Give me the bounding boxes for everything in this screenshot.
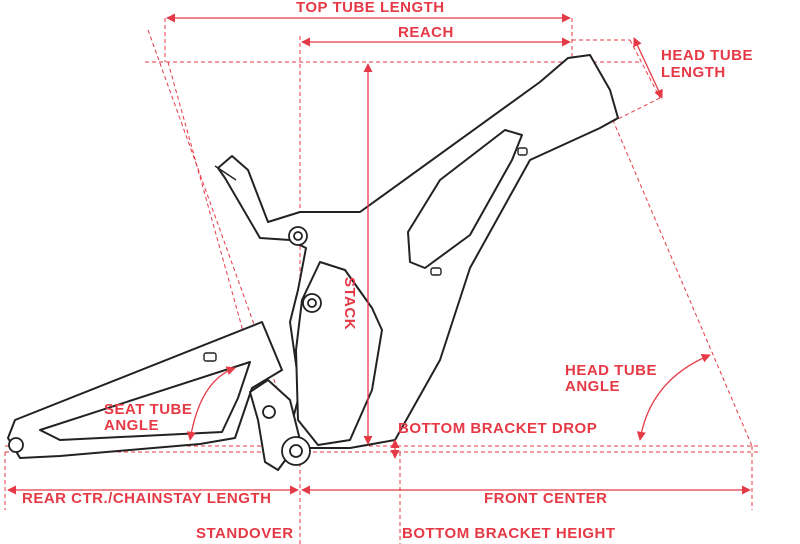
standover-label: STANDOVER <box>196 525 294 542</box>
stack-label: STACK <box>341 277 358 330</box>
bottom-bracket-height-label: BOTTOM BRACKET HEIGHT <box>402 525 616 542</box>
head-tube-angle-arc <box>636 353 711 441</box>
top-tube-length-label: TOP TUBE LENGTH <box>296 0 445 16</box>
head-tube-angle-label-line1: HEAD TUBE <box>565 362 657 379</box>
bottom-bracket-drop-label: BOTTOM BRACKET DROP <box>398 420 597 437</box>
front-center-label: FRONT CENTER <box>484 490 608 507</box>
head-tube-angle-label-line2: ANGLE <box>565 378 620 395</box>
reach-label: REACH <box>398 24 454 41</box>
dimension-lines <box>7 13 751 495</box>
seat-tube-angle-arc <box>186 366 236 441</box>
head-tube-length-dim <box>633 37 663 99</box>
dimension-labels: TOP TUBE LENGTH REACH HEAD TUBE LENGTH S… <box>22 0 753 542</box>
head-tube-length-label-line1: HEAD TUBE <box>661 47 753 64</box>
bike-frame <box>7 54 619 471</box>
head-tube-length-label-line2: LENGTH <box>661 64 726 81</box>
seat-tube-angle-label-line2: ANGLE <box>104 417 159 434</box>
seat-tube-angle-label-line1: SEAT TUBE <box>104 401 192 418</box>
rear-center-label: REAR CTR./CHAINSTAY LENGTH <box>22 490 271 507</box>
